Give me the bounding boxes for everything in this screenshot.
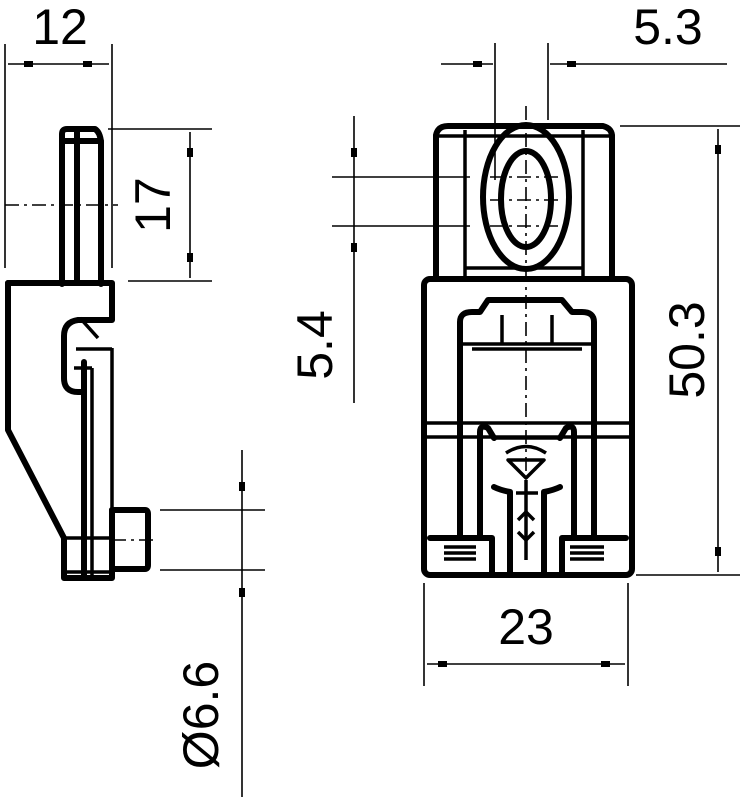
side-view: 12 17: [4, 0, 265, 797]
dimension-label-diameter: Ø6.6: [173, 661, 229, 769]
side-body: [5, 280, 158, 581]
dimension-label-5-4: 5.4: [287, 310, 343, 380]
dimension-label-23: 23: [498, 599, 554, 655]
dimension-width-23: 23: [423, 583, 629, 686]
dimension-width-5-3: 5.3: [441, 0, 727, 180]
side-tab: [5, 126, 118, 287]
dimension-label-12: 12: [32, 0, 88, 55]
dimension-height-5-4: 5.4: [287, 116, 470, 403]
dimension-label-50-3: 50.3: [659, 301, 715, 398]
dimension-label-5-3: 5.3: [633, 0, 703, 55]
dimension-height-17: 17: [108, 128, 212, 282]
dimension-height-50-3: 50.3: [620, 125, 740, 576]
dimension-label-17: 17: [125, 177, 181, 233]
front-main-body: [421, 276, 635, 578]
dimension-width-12: 12: [4, 0, 113, 268]
front-top-tab: [433, 106, 615, 500]
front-view: 5.3 5.4: [287, 0, 740, 686]
dimension-diameter-6-6: Ø6.6: [160, 450, 265, 797]
